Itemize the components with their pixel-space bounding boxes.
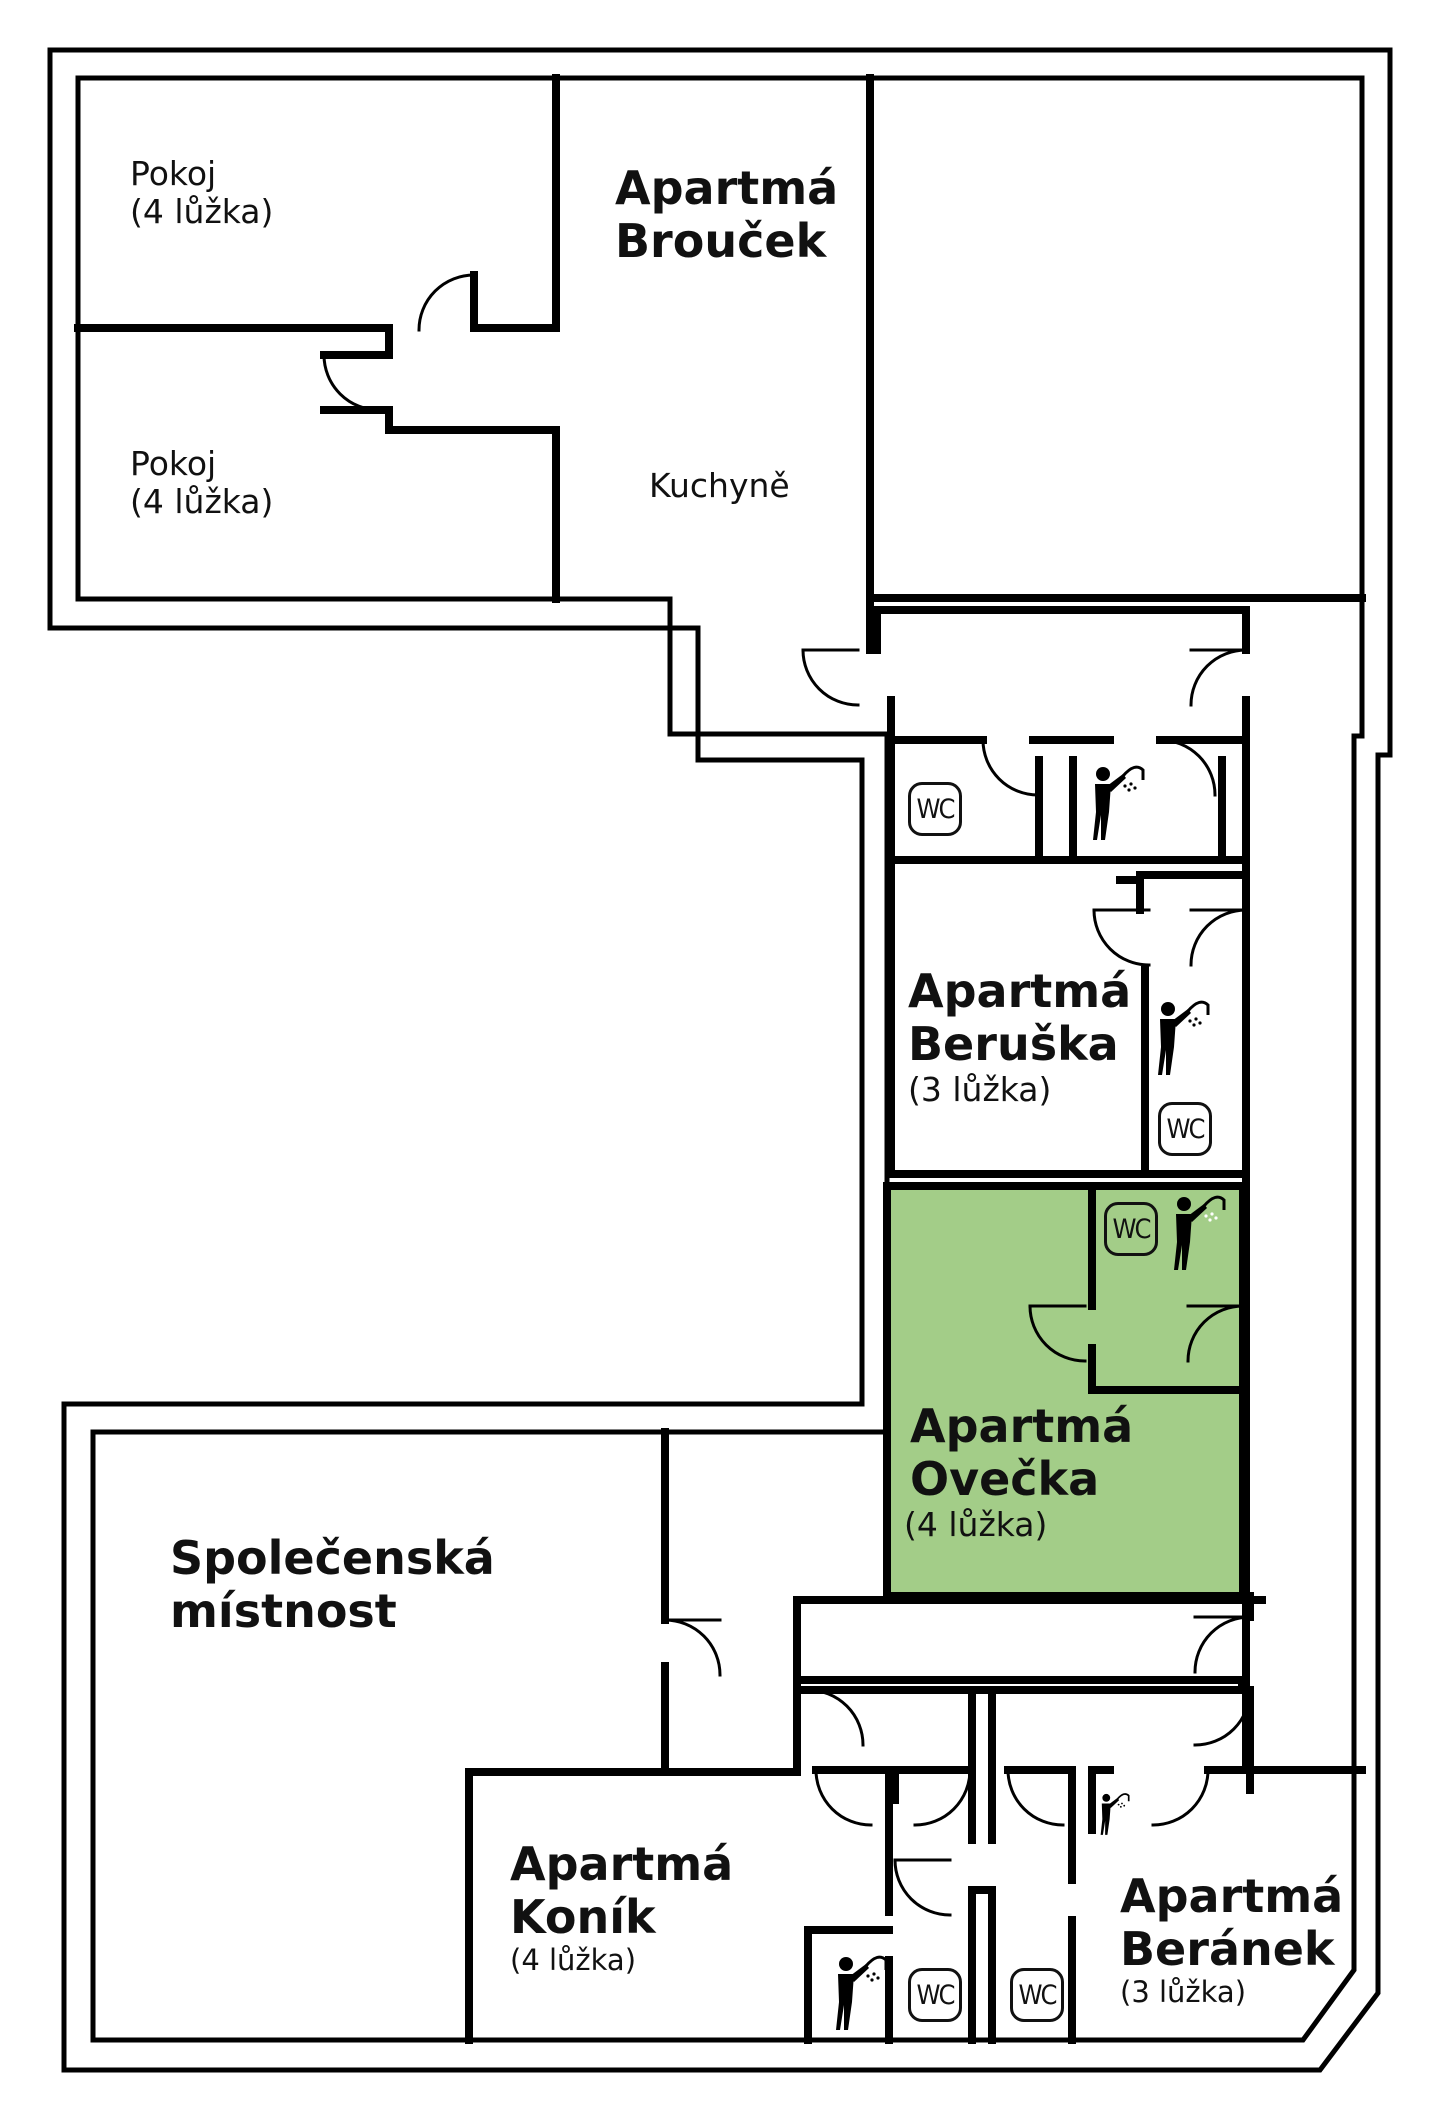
wc-icon: WC	[908, 782, 962, 836]
shower-icon	[1093, 765, 1145, 840]
door-swings	[322, 273, 1252, 1917]
wc-icon: WC	[1104, 1202, 1158, 1256]
pokoj-top-label: Pokoj(4 lůžka)	[130, 154, 274, 231]
shower-icon	[1158, 1000, 1210, 1075]
wc-icon: WC	[1010, 1968, 1064, 2022]
ovecka-beds: (4 lůžka)	[904, 1504, 1048, 1544]
kitchen-label: Kuchyně	[649, 466, 790, 505]
pokoj-bottom-label: Pokoj(4 lůžka)	[130, 444, 274, 521]
beruska-beds: (3 lůžka)	[908, 1069, 1052, 1109]
outer-wall	[47, 47, 1393, 2073]
shower-icon	[1100, 1793, 1130, 1835]
wc-icon: WC	[908, 1968, 962, 2022]
ovecka-highlight	[887, 1186, 1243, 1596]
wc-icon: WC	[1158, 1102, 1212, 1156]
shower-icon	[1174, 1195, 1226, 1270]
beranek-beds: (3 lůžka)	[1120, 1974, 1247, 2009]
konik-beds: (4 lůžka)	[510, 1942, 637, 1977]
shower-icon	[836, 1955, 888, 2030]
